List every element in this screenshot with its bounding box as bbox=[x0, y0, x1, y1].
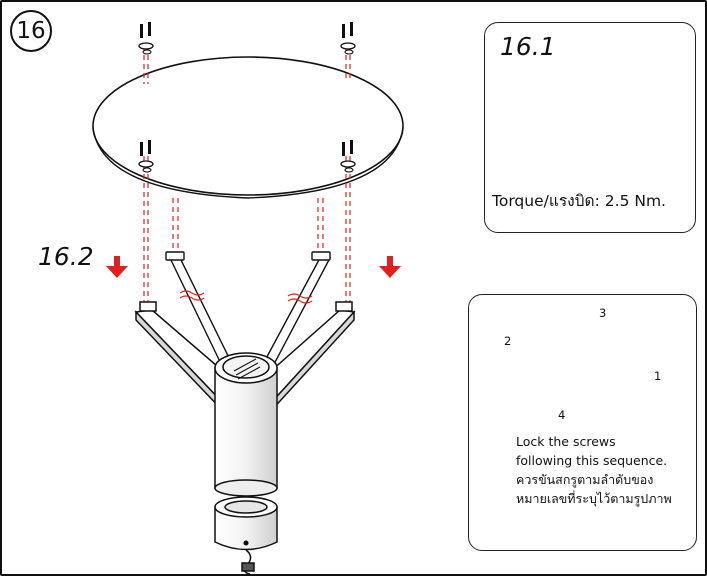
screw-with-washer bbox=[138, 140, 154, 173]
screw-with-washer bbox=[340, 22, 356, 55]
torque-spec-label: Torque/แรงบิด: 2.5 Nm. bbox=[492, 192, 666, 210]
screw-with-washer bbox=[138, 22, 154, 55]
substep-label-tightening: 16.1 bbox=[500, 32, 556, 61]
note-line-3: ควรขันสกรูตามลำดับของ bbox=[516, 472, 654, 487]
note-line-2: following this sequence. bbox=[516, 453, 668, 468]
note-line-1: Lock the screws bbox=[516, 434, 616, 449]
sequence-number-1: 1 bbox=[654, 369, 662, 383]
base-cap bbox=[214, 496, 278, 574]
down-arrow-icon bbox=[379, 256, 401, 278]
substep-label-lowering: 16.2 bbox=[38, 242, 94, 271]
break-marks bbox=[179, 290, 313, 304]
down-arrow-icon bbox=[106, 256, 128, 278]
table-top bbox=[92, 56, 404, 199]
outer-arms bbox=[134, 301, 356, 414]
torque-detail-panel bbox=[484, 22, 696, 233]
note-line-4: หมายเลขที่ระบุไว้ตามรูปภาพ bbox=[516, 491, 672, 506]
inner-legs bbox=[165, 251, 332, 371]
central-column bbox=[214, 352, 278, 497]
sequence-note: Lock the screws following this sequence.… bbox=[516, 432, 672, 508]
sequence-number-3: 3 bbox=[599, 306, 607, 320]
screw-sequence-panel bbox=[468, 294, 697, 551]
screws bbox=[138, 22, 356, 173]
sequence-number-2: 2 bbox=[504, 334, 512, 348]
screw-with-washer bbox=[340, 140, 356, 173]
sequence-number-4: 4 bbox=[558, 408, 566, 422]
alignment-guides bbox=[143, 46, 351, 302]
step-number-badge: 16 bbox=[10, 10, 52, 52]
